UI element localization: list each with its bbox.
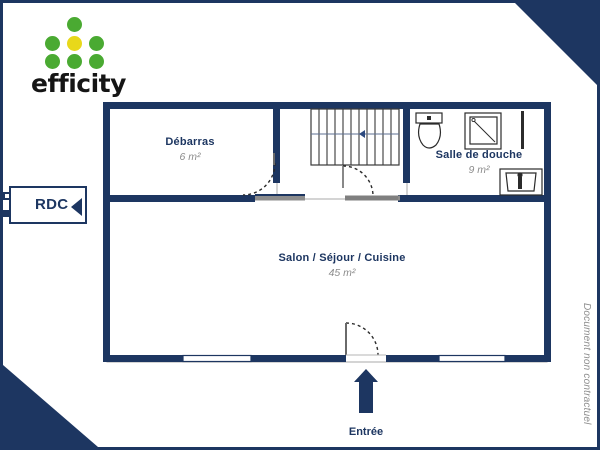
faucet-icon [518,177,522,189]
exterior-walls [103,102,551,362]
entrance-label: Entrée [348,426,384,438]
floorplan-drawing [103,102,551,413]
room-label-salle-de-douche: Salle de douche 9 m² [435,149,523,176]
brand-name: efficity [31,69,126,98]
floor-selector-rdc[interactable]: RDC [9,186,87,224]
left-pointing-triangle-icon [71,198,82,216]
bathroom-partition [521,111,524,149]
door-swing-icon [342,165,374,197]
toilet-flush-icon [427,116,431,120]
window-icon [182,354,506,363]
corner-decoration-bottom-left [3,365,98,447]
door-swing-icon [345,322,379,356]
room-label-debarras: Débarras 6 m² [165,136,215,163]
floor-selector-label: RDC [35,196,69,213]
corner-decoration-top-right [515,3,597,85]
room-label-salon-sejour-cuisine: Salon / Séjour / Cuisine 45 m² [278,252,406,279]
brand-logo: efficity [31,17,141,96]
door-swing-icon [242,162,276,196]
staircase-icon [310,108,400,166]
interior-walls [103,102,551,202]
logo-dots-pyramid-icon [37,17,113,69]
shower-cubicle-icon [464,112,502,150]
disclaimer-text: Document non contractuel [581,303,592,425]
